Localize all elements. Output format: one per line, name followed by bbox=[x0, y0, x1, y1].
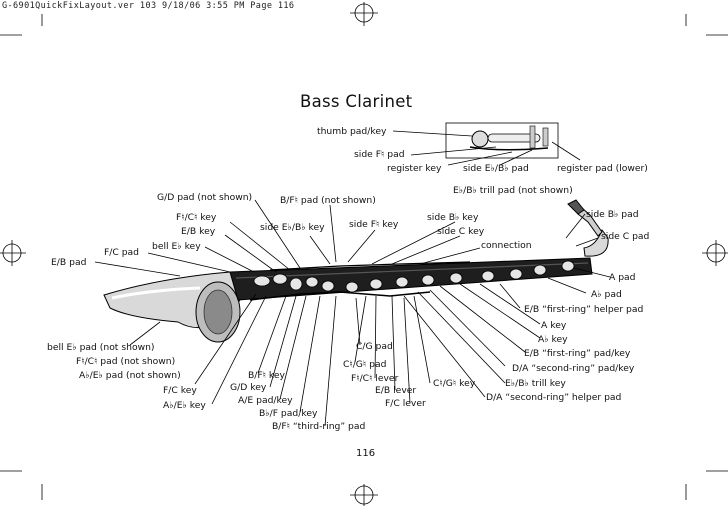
label-fc-key: F/C key bbox=[163, 385, 197, 396]
label-register-pad-lower: register pad (lower) bbox=[557, 163, 648, 174]
label-eb-pad: E/B pad bbox=[51, 257, 87, 268]
label-side-eb-bb-pad: side E♭/B♭ pad bbox=[463, 163, 529, 174]
label-da-second-ring-padkey: D/A “second-ring” pad/key bbox=[512, 363, 635, 374]
label-a-key: A key bbox=[541, 320, 567, 331]
label-gd-key: G/D key bbox=[230, 382, 267, 393]
label-csgs-pad: C♮/G♮ pad bbox=[343, 359, 387, 370]
label-ab-key: A♭ key bbox=[538, 334, 568, 345]
label-a-pad: A pad bbox=[609, 272, 636, 283]
label-csgs-key: C♮/G♮ key bbox=[433, 378, 476, 389]
label-bfs-key: B/F♮ key bbox=[248, 370, 285, 381]
print-slug: G-6901QuickFixLayout.ver 103 9/18/06 3:5… bbox=[2, 1, 295, 11]
label-ae-padkey: A/E pad/key bbox=[238, 395, 293, 406]
label-ab-eb-pad: A♭/E♭ pad (not shown) bbox=[79, 370, 181, 381]
label-eb-lever: E/B lever bbox=[375, 385, 417, 396]
label-eb-bb-trill-key: E♭/B♭ trill key bbox=[505, 378, 566, 389]
label-fscs-lever: F♮/C♮ lever bbox=[351, 373, 399, 384]
label-bfs-pad: B/F♮ pad (not shown) bbox=[280, 195, 376, 206]
label-ab-pad: A♭ pad bbox=[591, 289, 622, 300]
label-cg-pad: C/G pad bbox=[356, 341, 393, 352]
label-eb-first-ring-padkey: E/B “first-ring” pad/key bbox=[524, 348, 631, 359]
label-side-c-key: side C key bbox=[437, 226, 485, 237]
label-da-second-ring-helper: D/A “second-ring” helper pad bbox=[486, 392, 622, 403]
label-side-bb-pad: side B♭ pad bbox=[586, 209, 639, 220]
clarinet-body bbox=[229, 199, 609, 301]
label-bfs-third-ring: B/F♮ “third-ring” pad bbox=[272, 421, 366, 432]
label-side-eb-bb-key: side E♭/B♭ key bbox=[260, 222, 325, 233]
label-bell-eb-key: bell E♭ key bbox=[152, 241, 201, 252]
label-thumb-pad-key: thumb pad/key bbox=[317, 126, 387, 137]
label-fc-lever: F/C lever bbox=[385, 398, 426, 409]
label-ab-eb-key: A♭/E♭ key bbox=[163, 400, 206, 411]
clarinet-bell bbox=[103, 271, 241, 343]
label-connection: connection bbox=[481, 240, 532, 251]
label-eb-bb-trill-pad: E♭/B♭ trill pad (not shown) bbox=[453, 185, 573, 196]
label-side-fs-key: side F♮ key bbox=[349, 219, 399, 230]
label-gd-pad: G/D pad (not shown) bbox=[157, 192, 253, 203]
label-side-bb-key: side B♭ key bbox=[427, 212, 479, 223]
label-eb-key: E/B key bbox=[181, 226, 216, 237]
label-bbf-padkey: B♭/F pad/key bbox=[259, 408, 318, 419]
clarinet-keywork bbox=[249, 260, 575, 301]
label-eb-first-ring-helper: E/B “first-ring” helper pad bbox=[524, 304, 644, 315]
label-fs-cs-key: F♮/C♮ key bbox=[176, 212, 217, 223]
label-side-c-pad: side C pad bbox=[601, 231, 650, 242]
label-bell-eb-pad: bell E♭ pad (not shown) bbox=[47, 342, 155, 353]
label-fc-pad: F/C pad bbox=[104, 247, 140, 258]
label-side-fs-pad: side F♮ pad bbox=[354, 149, 405, 160]
thumb-detail-inset bbox=[445, 122, 559, 159]
page-number: 116 bbox=[356, 448, 376, 459]
page-title: Bass Clarinet bbox=[300, 92, 413, 111]
label-fs-cs-pad: F♮/C♮ pad (not shown) bbox=[76, 356, 176, 367]
label-register-key: register key bbox=[387, 163, 442, 174]
leader-lines bbox=[94, 130, 611, 427]
